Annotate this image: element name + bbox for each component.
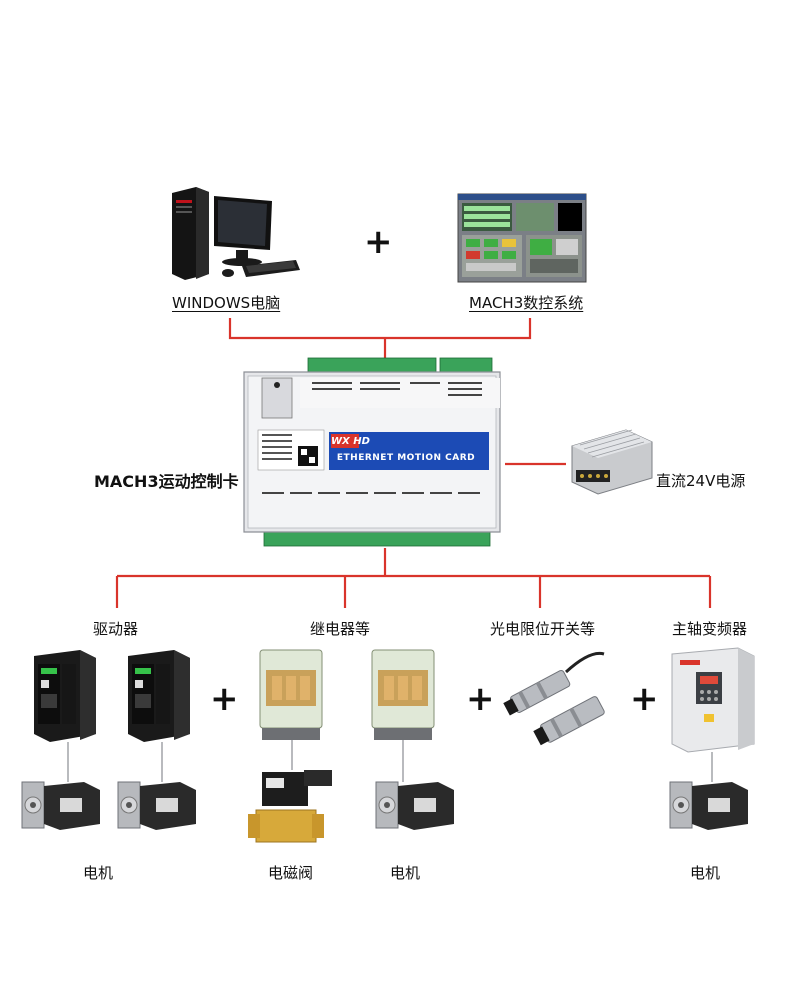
mach3-screen-icon [457,193,587,283]
software-label: MACH3数控系统 [469,294,584,312]
label-motor-3: 电机 [690,864,721,882]
label-motor-2: 电机 [390,864,421,882]
category-relays: 继电器等 [310,620,371,638]
device-links [67,740,713,782]
motor-2-icon [117,781,196,830]
category-drivers: 驱动器 [93,620,139,638]
relay-2-icon [371,649,435,740]
spindle-inverter-icon [671,647,755,753]
plus-sign-3: + [630,679,659,719]
relay-1-icon [259,649,323,740]
driver-1-icon [34,650,96,742]
power-supply-icon [571,429,653,495]
card-title: ETHERNET MOTION CARD [336,453,476,463]
label-valve: 电磁阀 [268,864,314,882]
plus-sign-1: + [210,679,239,719]
plus-sign-2: + [466,679,495,719]
motor-4-icon [669,781,748,830]
photoelectric-switch-icon [503,651,605,746]
motor-1-icon [21,781,100,830]
controller-label: MACH3运动控制卡 [94,472,239,491]
computer-icon [172,187,300,280]
solenoid-valve-icon [248,770,332,843]
connector-lines [115,318,712,608]
card-logo: WX HD [331,436,370,447]
psu-label: 直流24V电源 [656,472,746,490]
category-switches: 光电限位开关等 [490,620,596,638]
motor-3-icon [375,781,454,830]
driver-2-icon [128,650,190,742]
motion-control-card [243,357,501,547]
category-spindle: 主轴变频器 [672,620,748,638]
pc-label: WINDOWS电脑 [172,294,281,312]
plus-sign-top: + [364,222,393,262]
label-motor-1: 电机 [83,864,114,882]
